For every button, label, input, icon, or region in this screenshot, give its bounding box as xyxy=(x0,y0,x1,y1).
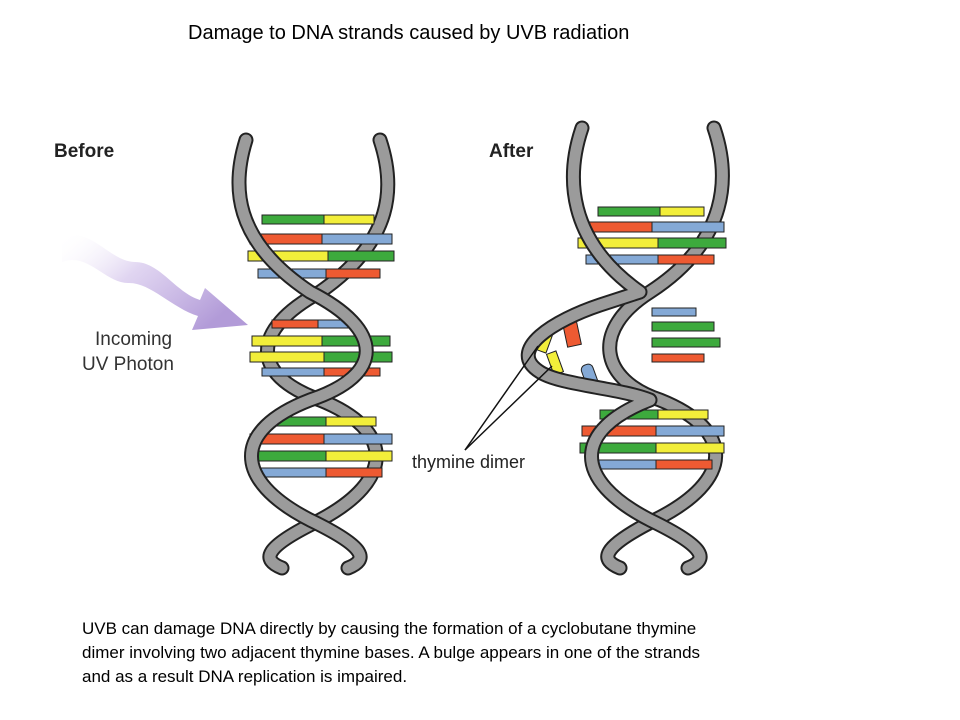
helix-backbone-front-after xyxy=(520,120,708,576)
dna-helix-before xyxy=(231,132,396,576)
helix-backbone-front xyxy=(231,132,374,576)
before-label: Before xyxy=(54,141,114,162)
page-title: Damage to DNA strands caused by UVB radi… xyxy=(188,22,630,44)
dna-helix-after xyxy=(520,120,730,576)
caption: UVB can damage DNA directly by causing t… xyxy=(82,617,882,689)
caption-line-2: dimer involving two adjacent thymine bas… xyxy=(82,643,701,662)
uv-photon-arrow xyxy=(62,235,248,330)
caption-line-3: and as a result DNA replication is impai… xyxy=(82,667,408,686)
dna-diagram: Before After Incoming UV Photon xyxy=(54,120,730,576)
incoming-label-line2: UV Photon xyxy=(82,354,174,375)
caption-line-1: UVB can damage DNA directly by causing t… xyxy=(82,619,697,638)
thymine-dimer-label: thymine dimer xyxy=(412,452,525,472)
incoming-label-line1: Incoming xyxy=(95,329,172,350)
after-label: After xyxy=(489,141,534,162)
thymine-dimer-callout-lines xyxy=(464,345,553,451)
